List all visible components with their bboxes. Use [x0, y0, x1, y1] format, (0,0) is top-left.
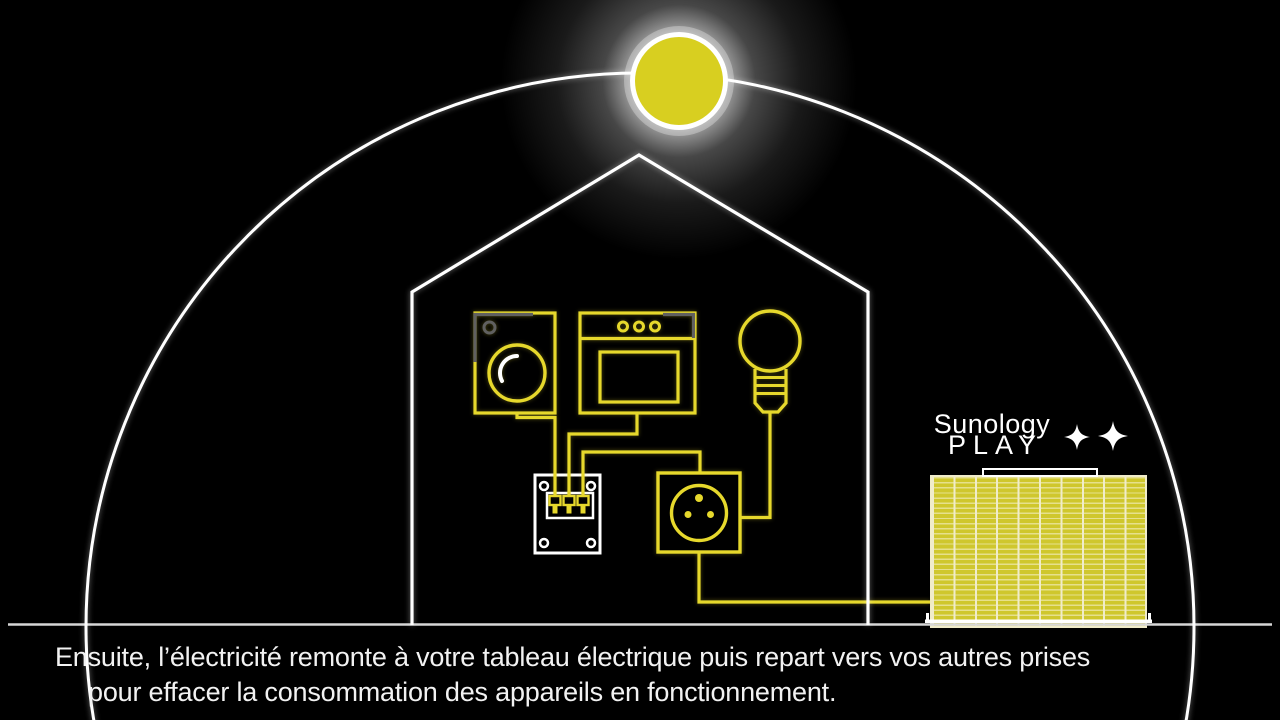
breaker-switches [548, 494, 590, 514]
panel-screw [538, 480, 550, 492]
solar-panel-frame [925, 468, 1152, 623]
sparkles-icon [1064, 421, 1128, 451]
solar-panel-foot [1148, 613, 1151, 620]
solar-panel-top-tab [982, 468, 1098, 477]
breaker-switch [548, 494, 562, 507]
oven-knob [617, 320, 629, 333]
washer-door-highlight [498, 354, 519, 383]
light-bulb-icon [738, 309, 802, 414]
oven-window [598, 350, 680, 404]
power-outlet-icon [656, 471, 742, 554]
wire-outlet-to-solar-panel [697, 551, 930, 604]
brand-name: Sunology [933, 409, 1051, 439]
subtitle-caption: Ensuite, l’électricité remonte à votre t… [55, 640, 1255, 710]
solar-panel-base [925, 619, 1152, 623]
sunology-play-logo: Sunology PLAY [928, 409, 1056, 460]
wires [515, 412, 930, 604]
solar-panel-foot [926, 613, 929, 620]
breaker-switch [562, 494, 576, 507]
outlet-ground-pin [695, 494, 703, 502]
outlet-hole [707, 511, 714, 518]
house-outline [410, 153, 870, 625]
product-name: PLAY [947, 430, 1044, 460]
wire-oven-to-panel [567, 413, 639, 497]
panel-screw [538, 537, 550, 549]
sun-icon [624, 26, 734, 136]
wire-bulb-to-outlet [741, 412, 772, 520]
subtitle-line-1: Ensuite, l’électricité remonte à votre t… [55, 642, 1091, 672]
solar-panel-icon [930, 475, 1147, 628]
washer-door [487, 343, 547, 403]
oven-fade-artifact [663, 312, 696, 338]
oven-knob [649, 320, 661, 333]
breaker-switch-lever [552, 505, 558, 514]
subtitle-line-2: pour effacer la consommation des apparei… [88, 677, 837, 707]
panel-screw [585, 537, 597, 549]
breaker-switch [576, 494, 590, 507]
washer-dial [482, 320, 497, 335]
washing-machine-icon [473, 311, 557, 415]
breaker-switch-lever [580, 505, 586, 514]
oven-icon [578, 311, 697, 415]
wire-panel-to-outlet [581, 450, 702, 497]
washer-fade-artifact [473, 312, 533, 362]
breaker-switch-lever [566, 505, 572, 514]
oven-knob [633, 320, 645, 333]
panel-screw [585, 480, 597, 492]
sparkle-star [1098, 421, 1128, 451]
outlet-hole [684, 511, 692, 518]
wire-washer-to-panel [515, 413, 557, 497]
sparkle-star [1064, 424, 1090, 450]
